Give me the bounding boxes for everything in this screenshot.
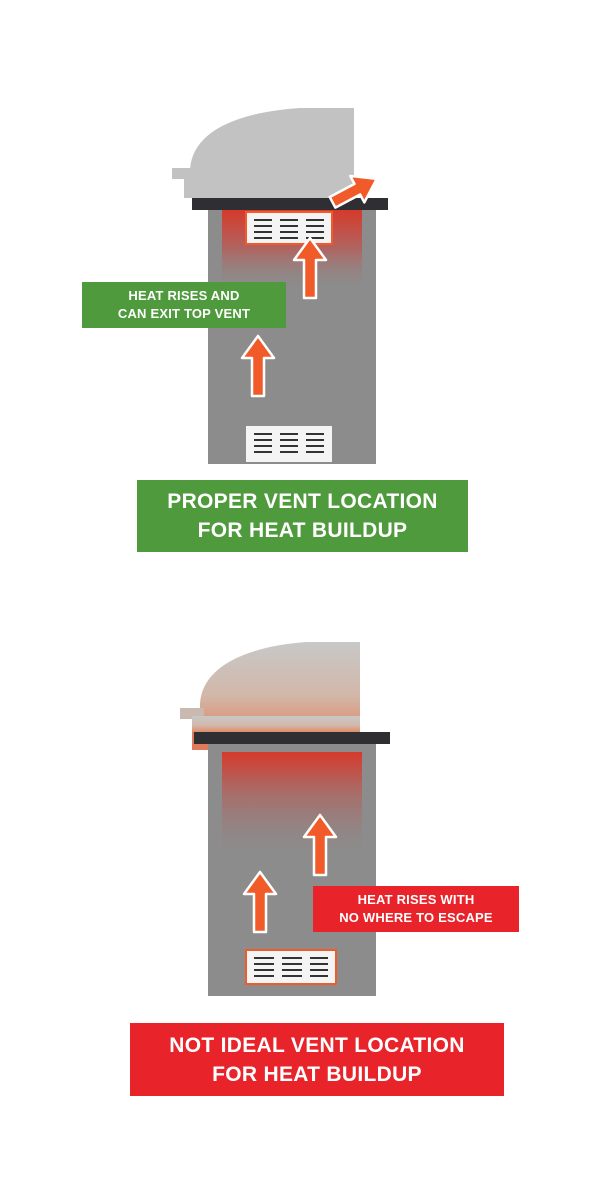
- bottom-vent-icon: [246, 426, 332, 462]
- not-ideal-callout: HEAT RISES WITH NO WHERE TO ESCAPE: [313, 886, 519, 932]
- bottom-vent-icon: [245, 949, 337, 985]
- exit-arrow-icon: [328, 174, 378, 209]
- countertop: [192, 198, 388, 210]
- not-ideal-title: NOT IDEAL VENT LOCATION FOR HEAT BUILDUP: [130, 1023, 504, 1096]
- not-ideal-diagram: [180, 642, 390, 996]
- not-ideal-title-line-2: FOR HEAT BUILDUP: [212, 1062, 422, 1086]
- proper-title-line-1: PROPER VENT LOCATION: [167, 490, 438, 513]
- proper-callout-line-1: HEAT RISES AND: [128, 288, 240, 303]
- proper-title: PROPER VENT LOCATION FOR HEAT BUILDUP: [137, 480, 468, 552]
- grill-hood: [180, 642, 360, 750]
- grill-hood: [172, 108, 354, 198]
- heat-glow: [222, 752, 362, 862]
- not-ideal-callout-line-1: HEAT RISES WITH: [357, 892, 475, 907]
- not-ideal-title-line-1: NOT IDEAL VENT LOCATION: [169, 1033, 465, 1057]
- proper-callout: HEAT RISES AND CAN EXIT TOP VENT: [82, 282, 286, 328]
- proper-callout-line-2: CAN EXIT TOP VENT: [117, 306, 251, 321]
- top-vent-icon: [245, 211, 333, 245]
- countertop: [194, 732, 390, 744]
- not-ideal-callout-line-2: NO WHERE TO ESCAPE: [339, 910, 493, 925]
- proper-diagram: [172, 108, 388, 464]
- proper-title-line-2: FOR HEAT BUILDUP: [197, 519, 408, 542]
